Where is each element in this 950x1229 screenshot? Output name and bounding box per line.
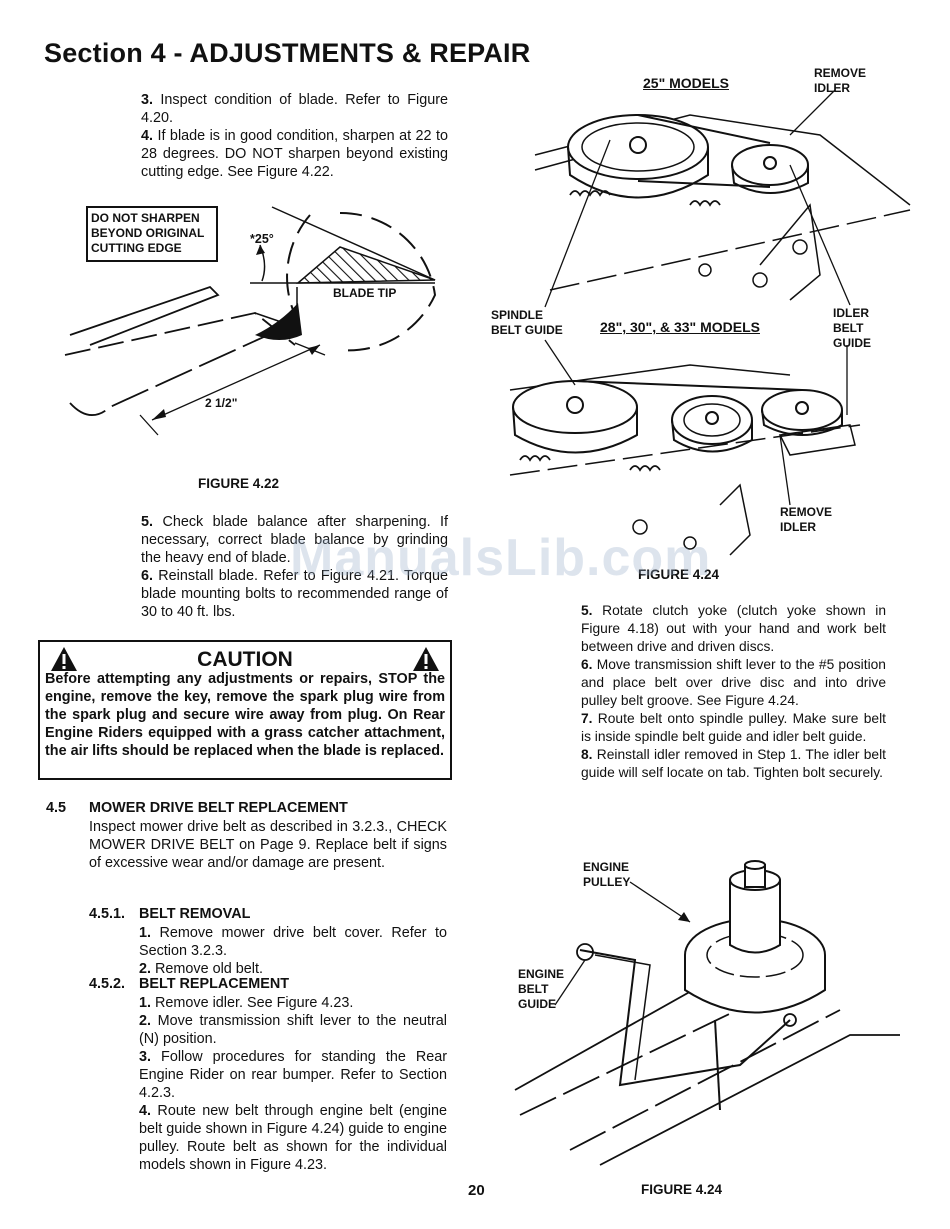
step5-number: 5. <box>141 514 154 530</box>
section-4-5-intro: Inspect mower drive belt as described in… <box>89 819 447 871</box>
step4-number: 4. <box>141 128 154 144</box>
fig423-remove-idler-top: REMOVE IDLER <box>814 66 867 95</box>
figure-4-23-pulley-diagram <box>509 89 911 556</box>
right-step5-number: 5. <box>581 603 593 618</box>
section-4-5-1-title: BELT REMOVAL <box>139 906 251 922</box>
removal-step1-text: Remove mower drive belt cover. Refer to … <box>139 925 448 959</box>
step4-text: If blade is in good condition, sharpen a… <box>141 128 449 180</box>
watermark: ManualsLib.com <box>290 529 712 587</box>
belt-removal-steps: 1. Remove mower drive belt cover. Refer … <box>139 924 447 978</box>
fig422-warning-box-text: DO NOT SHARPEN BEYOND ORIGINAL CUTTING E… <box>91 211 204 256</box>
fig424-engine-belt-guide: ENGINE BELT GUIDE <box>518 967 565 1011</box>
fig423-28-30-33-models: 28", 30", & 33" MODELS <box>600 319 760 335</box>
page-number: 20 <box>468 1182 485 1199</box>
section-4-5-number: 4.5 <box>46 800 67 816</box>
replacement-step4-text: Route new belt through engine belt (engi… <box>139 1103 448 1173</box>
fig422-box-line2: BEYOND ORIGINAL <box>91 226 205 240</box>
step5-text: Check blade balance after sharpening. If… <box>141 514 449 566</box>
removal-step2-text: Remove old belt. <box>155 961 264 977</box>
right-step8-number: 8. <box>581 747 593 762</box>
warning-triangle-icon <box>413 647 439 671</box>
right-step7-text: Route belt onto spindle pulley. Make sur… <box>581 711 886 744</box>
right-step6-number: 6. <box>581 657 593 672</box>
fig423-25-models: 25" MODELS <box>643 75 729 91</box>
replacement-step3-number: 3. <box>139 1049 152 1065</box>
replacement-step1-number: 1. <box>139 995 152 1011</box>
section-title: Section 4 - ADJUSTMENTS & REPAIR <box>44 38 531 68</box>
belt-replacement-steps-5-8: 5. Rotate clutch yoke (clutch yoke shown… <box>581 602 886 782</box>
fig422-dimension: 2 1/2" <box>205 396 238 410</box>
fig423-idler-belt-guide: IDLER BELT GUIDE <box>833 306 872 350</box>
figure-4-24-engine-pulley-diagram <box>514 860 900 1166</box>
replacement-step3-text: Follow procedures for standing the Rear … <box>139 1049 448 1101</box>
replacement-step2-text: Move transmission shift lever to the neu… <box>139 1013 448 1047</box>
fig422-angle: *25° <box>250 232 274 246</box>
figure-4-22-blade-diagram <box>64 206 437 436</box>
step6-number: 6. <box>141 568 154 584</box>
blade-steps-3-4: 3. Inspect condition of blade. Refer to … <box>141 91 448 181</box>
replacement-step4-number: 4. <box>139 1103 152 1119</box>
section-4-5-title: MOWER DRIVE BELT REPLACEMENT <box>89 800 348 816</box>
fig422-caption: FIGURE 4.22 <box>198 476 280 491</box>
caution-box: CAUTION Before attempting any adjustment… <box>38 640 452 780</box>
fig423-remove-idler-bottom: REMOVE IDLER <box>780 505 833 534</box>
fig422-box-line3: CUTTING EDGE <box>91 241 182 255</box>
step6-text: Reinstall blade. Refer to Figure 4.21. T… <box>141 568 448 620</box>
fig424-engine-pulley: ENGINE PULLEY <box>583 860 631 889</box>
section-4-5-1-number: 4.5.1. <box>89 906 126 922</box>
step3-text: Inspect condition of blade. Refer to Fig… <box>141 92 449 126</box>
fig424-caption: FIGURE 4.24 <box>641 1182 723 1197</box>
blade-steps-5-6: 5. Check blade balance after sharpening.… <box>141 513 448 621</box>
replacement-step2-number: 2. <box>139 1013 152 1029</box>
section-4-5-2-title: BELT REPLACEMENT <box>139 976 290 992</box>
right-step5-text: Rotate clutch yoke (clutch yoke shown in… <box>581 603 886 654</box>
warning-triangle-icon <box>51 647 77 671</box>
removal-step2-number: 2. <box>139 961 152 977</box>
right-step6-text: Move transmission shift lever to the #5 … <box>581 657 886 708</box>
right-step7-number: 7. <box>581 711 593 726</box>
caution-text: Before attempting any adjustments or rep… <box>45 671 445 759</box>
fig423-caption: FIGURE 4.24 <box>638 567 720 582</box>
fig422-box-line1: DO NOT SHARPEN <box>91 211 200 225</box>
right-step8-text: Reinstall idler removed in Step 1. The i… <box>581 747 886 780</box>
caution-heading: CAUTION <box>197 648 293 671</box>
fig422-blade-tip: BLADE TIP <box>333 286 397 300</box>
belt-replacement-steps: 1. Remove idler. See Figure 4.23. 2. Mov… <box>139 994 447 1174</box>
removal-step1-number: 1. <box>139 925 152 941</box>
section-4-5-2-number: 4.5.2. <box>89 976 126 992</box>
replacement-step1-text: Remove idler. See Figure 4.23. <box>155 995 354 1011</box>
fig423-spindle-belt-guide: SPINDLE BELT GUIDE <box>491 308 563 337</box>
step3-number: 3. <box>141 92 154 108</box>
